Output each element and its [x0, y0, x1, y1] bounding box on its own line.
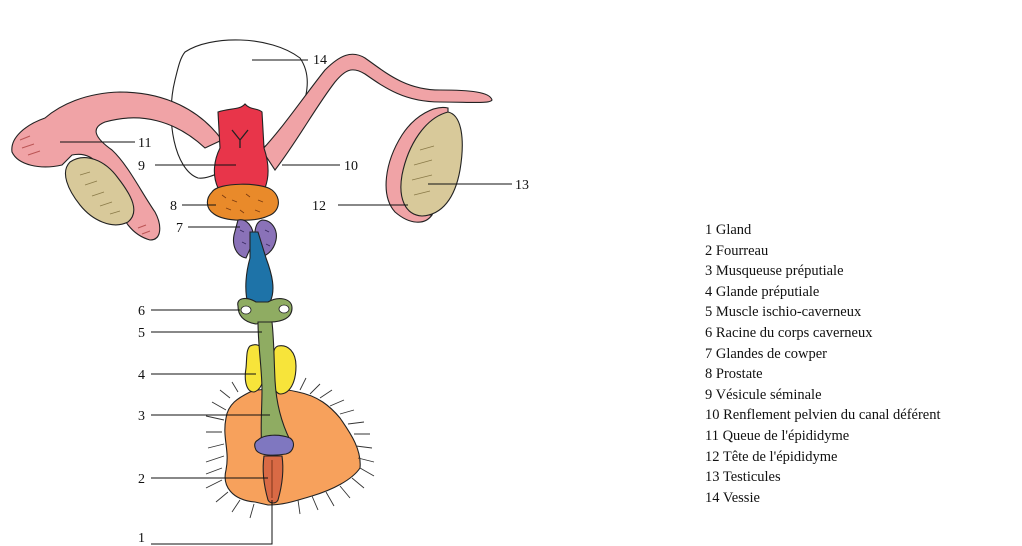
legend-item: 8 Prostate	[705, 364, 941, 385]
legend-item: 4 Glande préputiale	[705, 282, 941, 303]
callout-5: 5	[138, 326, 145, 341]
legend-item: 7 Glandes de cowper	[705, 344, 941, 365]
callout-8: 8	[170, 199, 177, 214]
callout-3: 3	[138, 409, 145, 424]
callout-12: 12	[312, 199, 326, 214]
legend-item: 9 Vésicule séminale	[705, 385, 941, 406]
callout-10: 10	[344, 159, 358, 174]
preputial-gland-right	[273, 346, 296, 394]
callout-13: 13	[515, 178, 529, 193]
preputial-mucosa	[255, 435, 294, 455]
legend-item: 10 Renflement pelvien du canal déférent	[705, 405, 941, 426]
legend: 1 Gland 2 Fourreau 3 Musqueuse préputial…	[705, 220, 941, 508]
legend-item: 1 Gland	[705, 220, 941, 241]
legend-item: 11 Queue de l'épididyme	[705, 426, 941, 447]
legend-item: 14 Vessie	[705, 488, 941, 509]
callout-9: 9	[138, 159, 145, 174]
callout-14: 14	[313, 53, 327, 68]
legend-item: 12 Tête de l'épididyme	[705, 447, 941, 468]
legend-item: 3 Musqueuse préputiale	[705, 261, 941, 282]
root-left-cavity	[241, 306, 251, 314]
callout-7: 7	[176, 221, 183, 236]
prostate	[207, 184, 278, 220]
callout-11: 11	[138, 136, 151, 151]
root-right-cavity	[279, 305, 289, 313]
callout-4: 4	[138, 368, 145, 383]
legend-item: 2 Fourreau	[705, 241, 941, 262]
seminal-vesicle	[214, 104, 268, 188]
legend-item: 6 Racine du corps caverneux	[705, 323, 941, 344]
callout-1: 1	[138, 531, 145, 546]
legend-item: 5 Muscle ischio-caverneux	[705, 302, 941, 323]
callout-2: 2	[138, 472, 145, 487]
callout-6: 6	[138, 304, 145, 319]
legend-item: 13 Testicules	[705, 467, 941, 488]
